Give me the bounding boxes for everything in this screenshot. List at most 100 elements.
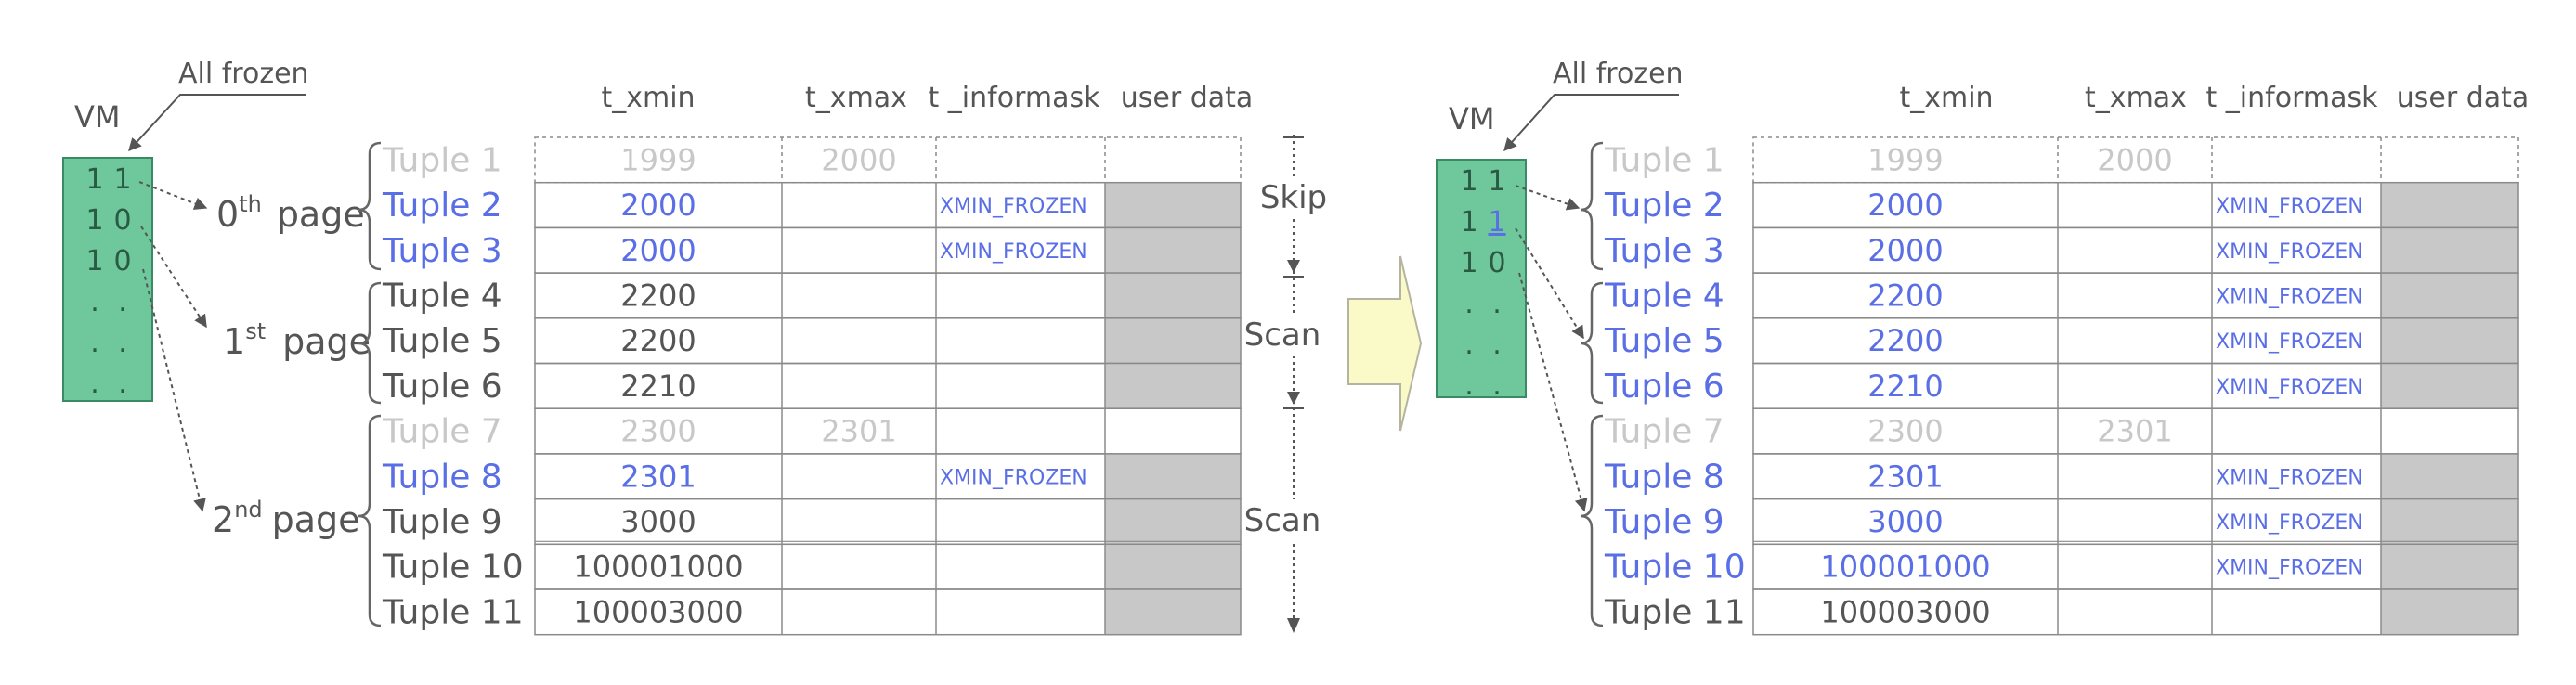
infomask-cell: XMIN_FROZEN xyxy=(2216,285,2363,308)
vm-bit: . xyxy=(1492,329,1502,361)
xmin-cell: 100001000 xyxy=(1820,549,1990,585)
tuple-label: Tuple 4 xyxy=(1604,277,1724,315)
header-t-infomask: t _informask xyxy=(929,82,1101,114)
tuple-label: Tuple 6 xyxy=(382,368,502,406)
page-0-brace xyxy=(358,141,382,271)
header-user-data: user data xyxy=(1121,82,1254,114)
vm-bit: . xyxy=(118,286,127,318)
skip-label: Skip xyxy=(1260,179,1327,216)
user-data-cell xyxy=(1105,227,1241,274)
user-data-cell xyxy=(1105,317,1241,364)
table-row: Tuple 11 100003000 xyxy=(1604,588,2519,636)
vm-to-page-0-arrow xyxy=(138,181,208,210)
header-t-infomask: t _informask xyxy=(2206,82,2379,114)
vm-bit: 1 xyxy=(85,163,103,196)
callout-leader xyxy=(1503,94,1679,152)
table-row: Tuple 10 100001000 XMIN_FROZEN xyxy=(1604,543,2519,590)
vm-bit: 1 xyxy=(85,245,103,278)
tuple-label: Tuple 5 xyxy=(382,322,502,360)
infomask-cell: XMIN_FROZEN xyxy=(2216,240,2363,264)
xmax-cell: 2301 xyxy=(2097,414,2172,449)
tuple-label: Tuple 11 xyxy=(382,593,524,631)
xmin-cell: 2000 xyxy=(1867,187,1943,223)
tuple-label: Tuple 9 xyxy=(1604,503,1724,541)
xmax-cell: 2000 xyxy=(2097,142,2172,177)
tuple-label: Tuple 8 xyxy=(382,458,502,496)
xmin-cell: 2200 xyxy=(620,323,696,358)
user-data-cell xyxy=(1105,544,1241,589)
user-data-cell xyxy=(2381,544,2518,589)
user-data-cell xyxy=(2381,498,2518,545)
all-frozen-callout: All frozen xyxy=(1553,58,1684,90)
user-data-cell xyxy=(2381,453,2518,499)
user-data-cell xyxy=(2381,273,2518,318)
user-data-cell xyxy=(1105,453,1241,499)
xmin-cell: 2200 xyxy=(1867,278,1943,313)
tuple-label: Tuple 8 xyxy=(1604,458,1724,496)
page-0-brace xyxy=(1580,141,1604,271)
transition-arrow xyxy=(1347,255,1423,432)
tuple-label: Tuple 9 xyxy=(382,503,502,541)
xmin-cell: 100001000 xyxy=(573,549,743,585)
scan-label-1: Scan xyxy=(1244,317,1321,354)
vm-bit: . xyxy=(1492,288,1502,320)
vm-bit: 1 xyxy=(1460,165,1477,198)
table-row: Tuple 3 2000 XMIN_FROZEN xyxy=(382,226,1242,274)
user-data-cell xyxy=(2381,182,2518,228)
tuple-label: Tuple 4 xyxy=(382,277,502,315)
vm-bit: 0 xyxy=(113,204,131,237)
vm-bit: . xyxy=(118,327,127,359)
xmin-cell: 2301 xyxy=(620,459,696,494)
user-data-cell xyxy=(2381,363,2518,409)
xmin-cell: 100003000 xyxy=(1820,594,1990,629)
header-t-xmax: t_xmax xyxy=(805,82,907,114)
xmin-cell: 100003000 xyxy=(573,594,743,629)
header-user-data: user data xyxy=(2397,82,2530,114)
vm-label: VM xyxy=(1449,101,1495,136)
vm-bit: 1 xyxy=(1460,206,1477,239)
xmin-cell: 1999 xyxy=(620,142,696,177)
vm-bit: 1 xyxy=(1488,206,1505,239)
table-row: Tuple 4 2200 XMIN_FROZEN xyxy=(1604,272,2519,319)
infomask-cell: XMIN_FROZEN xyxy=(940,240,1087,264)
vm-to-page-2-arrow xyxy=(1518,272,1588,512)
tuple-label: Tuple 1 xyxy=(382,141,502,179)
tuple-label: Tuple 5 xyxy=(1604,322,1724,360)
xmin-cell: 2301 xyxy=(1867,459,1943,494)
user-data-cell xyxy=(1105,273,1241,318)
infomask-cell: XMIN_FROZEN xyxy=(940,195,1087,218)
tuple-label: Tuple 3 xyxy=(382,232,502,270)
tuple-label: Tuple 7 xyxy=(382,413,502,451)
tuple-label: Tuple 6 xyxy=(1604,368,1724,406)
tuple-label: Tuple 1 xyxy=(1604,141,1724,179)
vm-bit: . xyxy=(1464,288,1474,320)
vm-label: VM xyxy=(74,99,121,135)
tuple-label: Tuple 11 xyxy=(1604,593,1746,631)
infomask-cell: XMIN_FROZEN xyxy=(2216,557,2363,580)
table-row: Tuple 10 100001000 xyxy=(382,543,1242,590)
user-data-cell xyxy=(2381,589,2518,635)
user-data-cell xyxy=(2381,317,2518,364)
tuple-label: Tuple 10 xyxy=(1604,549,1746,587)
infomask-cell: XMIN_FROZEN xyxy=(2216,330,2363,354)
tuple-label: Tuple 10 xyxy=(382,549,524,587)
xmin-cell: 2000 xyxy=(620,233,696,268)
user-data-cell xyxy=(1105,498,1241,545)
